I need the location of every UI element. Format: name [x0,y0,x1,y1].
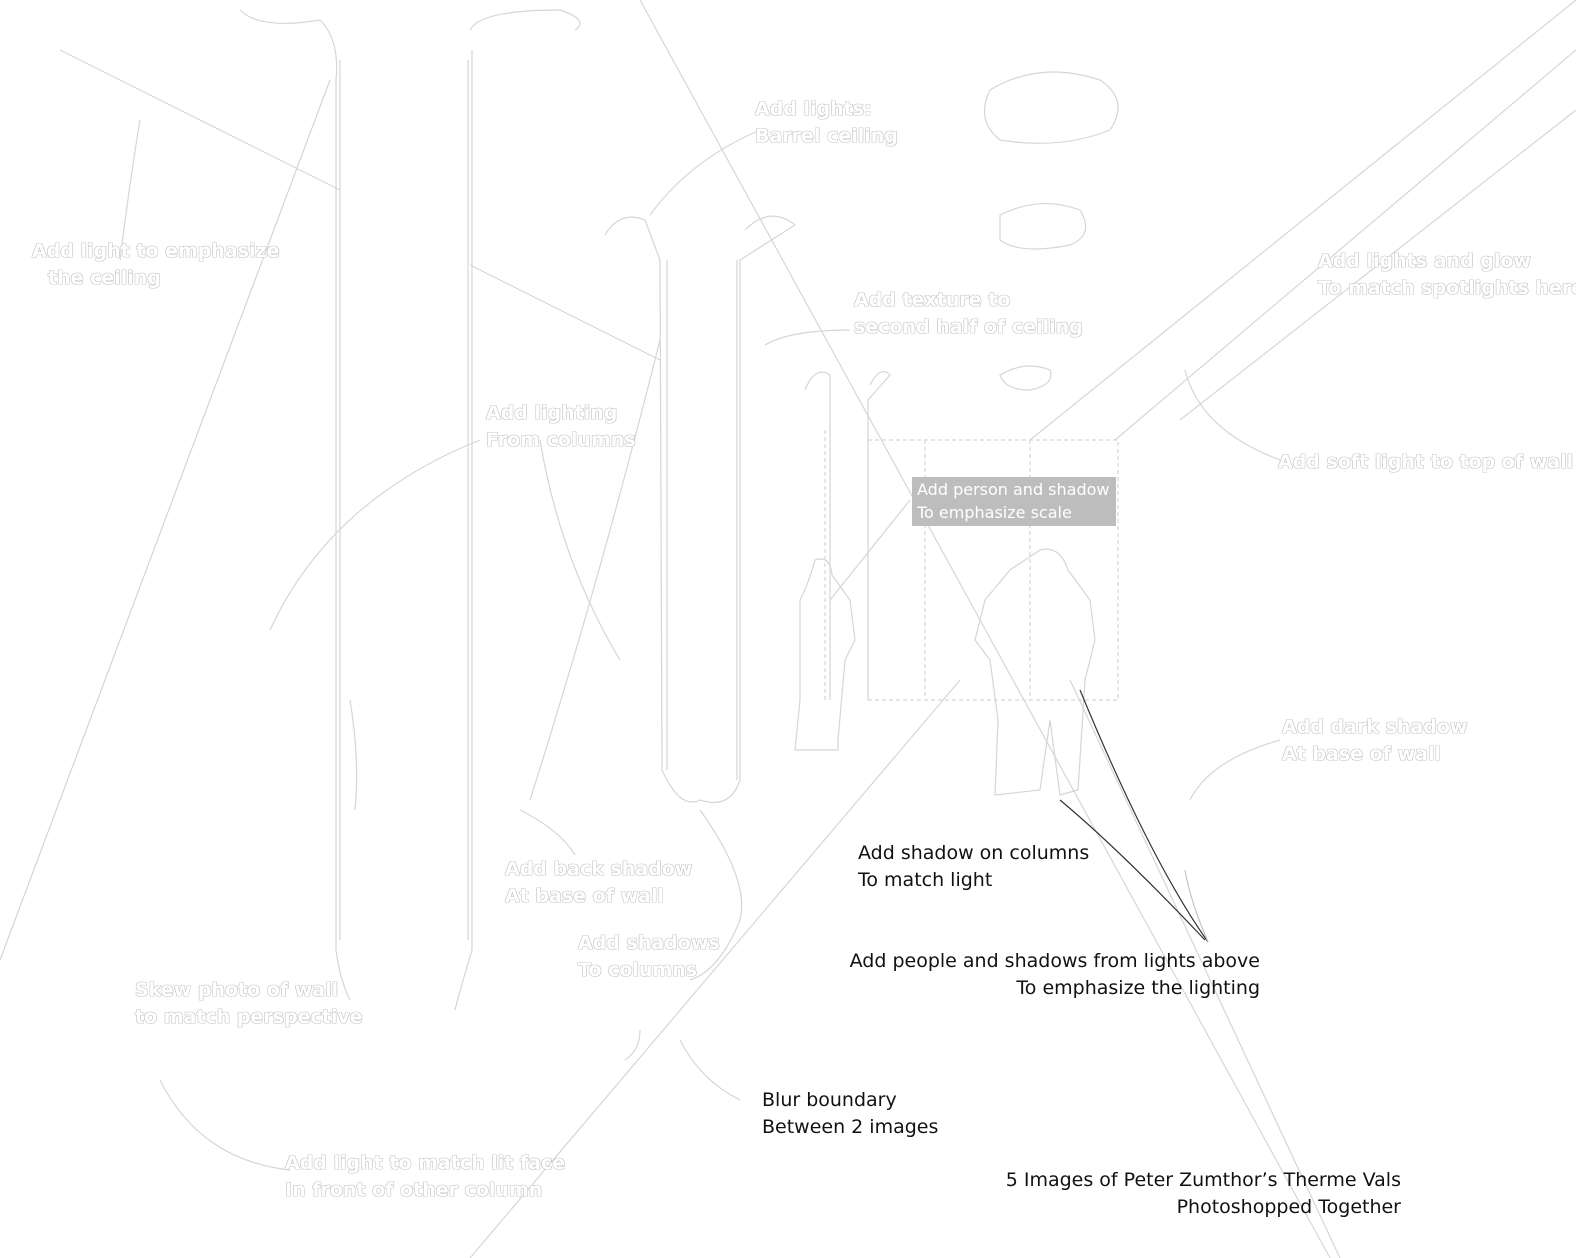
person-left-outline [794,558,856,751]
faded-note-line: To columns [578,959,698,981]
light-blob-1 [983,71,1119,144]
faded-note-line: Add back shadow [505,858,693,880]
note-line: To emphasize the lighting [1016,977,1260,999]
faded-note-light-front: Add light to match lit face In front of … [285,1150,565,1204]
column-far-1 [804,371,831,700]
faded-note-line: Add soft light to top of wall [1278,451,1574,473]
faded-note-skew-photo: Skew photo of wall to match perspective [135,977,363,1031]
note-line: To match light [858,869,993,891]
caption-line: 5 Images of Peter Zumthor’s Therme Vals [1005,1169,1401,1191]
left-edge-line [0,79,331,961]
perspective-line-left-2 [1069,679,1341,1258]
perspective-line-left [639,0,1331,1258]
faded-note-line: From columns [486,429,636,451]
column-left-1 [239,9,351,1001]
highlight-note-line: To emphasize scale [917,503,1072,522]
note-shadow-columns: Add shadow on columns To match light [858,840,1089,894]
faded-note-line: Add shadows [578,932,720,954]
leader-curve-1 [649,129,761,216]
faded-note-back-shadow-wall: Add back shadow At base of wall [505,856,692,910]
column-left-2 [454,9,581,1011]
faded-note-texture-ceiling: Add texture to second half of ceiling [854,287,1083,341]
faded-note-line: Add lights and glow [1318,250,1531,272]
faded-note-line: At base of wall [505,885,664,907]
highlight-note-line: Add person and shadow [917,480,1110,499]
leader-curve-10 [519,809,576,856]
leader-curve-13 [624,1029,641,1061]
floor-line-2 [1029,0,1576,441]
faded-note-line: In front of other column [285,1179,543,1201]
ceiling-line-left-2 [469,264,661,361]
note-line: Between 2 images [762,1116,939,1138]
faded-note-line: Add light to match lit face [285,1152,566,1174]
note-blur-boundary: Blur boundary Between 2 images [762,1087,938,1141]
leader-curve-11 [159,1079,291,1171]
leader-curve-7 [1184,369,1281,461]
faded-note-line: second half of ceiling [854,316,1083,338]
leader-curve-5 [829,499,911,601]
pointer-curve-2 [1059,799,1206,941]
leader-curve-4 [269,439,481,631]
faded-note-line: Barrel ceiling [755,125,898,147]
ceiling-line-left [59,49,341,191]
pointer-curve-3 [1184,869,1209,943]
leader-curve-2 [539,439,621,661]
leader-curve-12 [679,1039,741,1101]
faded-note-light-emphasize: Add light to emphasize the ceiling [32,238,280,292]
faded-note-line: Skew photo of wall [135,979,339,1001]
caption-line: Photoshopped Together [1176,1196,1401,1218]
faded-note-line: Add texture to [854,289,1011,311]
note-people-lights: Add people and shadows from lights above… [850,948,1260,1002]
leader-curve-15 [349,699,358,811]
leader-curve-9 [689,809,743,981]
leader-curve-3 [529,339,661,801]
floor-line [469,679,961,1258]
faded-note-soft-light-wall: Add soft light to top of wall [1278,449,1573,476]
faded-note-line: At base of wall [1282,743,1441,765]
note-line: Add people and shadows from lights above [849,950,1260,972]
perspective-line-right [1114,49,1576,441]
note-line: Add shadow on columns [858,842,1090,864]
pointer-curve-1 [1079,689,1209,943]
note-line: Blur boundary [762,1089,897,1111]
faded-note-line: To match spotlights here [1318,277,1576,299]
faded-note-shadows-columns: Add shadows To columns [578,930,720,984]
faded-note-line: Add lighting [486,402,618,424]
back-wall-frame [867,439,1119,701]
people-right-outline [974,548,1096,796]
perspective-line-right-2 [1179,109,1576,421]
light-blob-2 [999,203,1087,250]
faded-note-line: Add lights: [755,98,872,120]
faded-note-line: the ceiling [48,267,161,289]
faded-note-lighting-columns: Add lighting From columns [486,400,636,454]
faded-note-line: Add dark shadow [1282,716,1468,738]
light-blob-3 [999,365,1052,391]
faded-note-arched-ceiling: Add lights: Barrel ceiling [755,96,898,150]
leader-curve-8 [1189,739,1281,801]
caption: 5 Images of Peter Zumthor’s Therme Vals … [1006,1167,1401,1221]
faded-note-lights-above: Add lights and glow To match spotlights … [1318,248,1576,302]
column-far-2 [867,371,891,700]
faded-note-line: Add light to emphasize [32,240,280,262]
column-mid-1 [604,216,701,803]
leader-curve-6 [764,329,851,346]
column-mid-2 [699,215,797,804]
faded-note-line: to match perspective [135,1006,363,1028]
faded-note-dark-shadow-right: Add dark shadow At base of wall [1282,714,1467,768]
highlight-note-person-shadow: Add person and shadow To emphasize scale [912,477,1116,526]
leader-curve-14 [119,119,141,261]
